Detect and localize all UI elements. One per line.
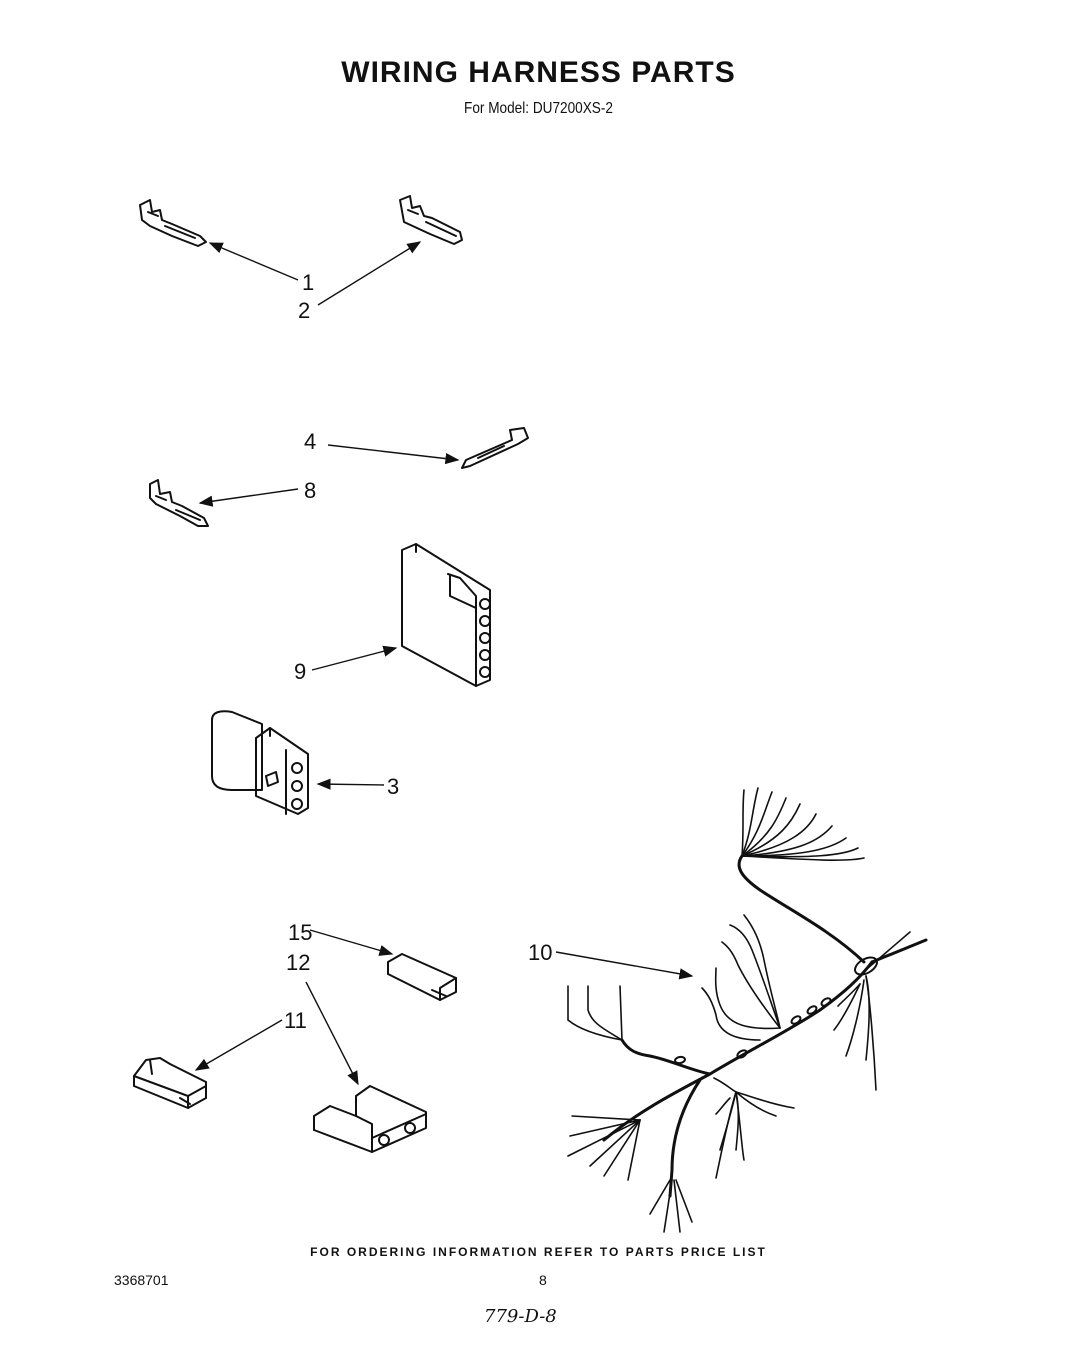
part-15-connector [387, 953, 457, 1001]
part-11-connector [133, 1057, 207, 1109]
document-number: 3368701 [114, 1272, 169, 1288]
leader-2 [317, 241, 422, 306]
leader-10 [555, 951, 694, 980]
leader-1 [208, 242, 299, 281]
callout-2: 2 [298, 298, 310, 323]
callout-1: 1 [302, 270, 314, 295]
leader-11 [194, 1019, 283, 1071]
part-4-cable-tie [461, 427, 529, 469]
part-12-connector [313, 1085, 427, 1153]
leader-8 [198, 488, 299, 507]
callout-15: 15 [288, 920, 312, 945]
page-title: WIRING HARNESS PARTS [341, 56, 736, 89]
part-8-terminal [149, 479, 209, 527]
callout-11: 11 [284, 1008, 307, 1033]
part-10-wiring-harness [567, 787, 928, 1233]
part-9-connector-block [401, 543, 491, 687]
callout-12: 12 [286, 950, 310, 975]
leader-15 [309, 929, 394, 956]
ordering-info-note: FOR ORDERING INFORMATION REFER TO PARTS … [310, 1245, 767, 1259]
handwritten-reference: 779-D-8 [484, 1306, 557, 1327]
part-2-terminal [399, 195, 463, 245]
callout-8: 8 [304, 478, 316, 503]
page-number: 8 [539, 1272, 547, 1288]
callout-3: 3 [387, 774, 399, 799]
callout-9: 9 [294, 659, 306, 684]
leader-3 [316, 778, 385, 790]
leader-12 [305, 981, 359, 1086]
leader-9 [311, 645, 398, 671]
leader-4 [327, 444, 460, 465]
part-3-connector [211, 710, 309, 815]
model-subtitle: For Model: DU7200XS-2 [464, 100, 613, 117]
callout-10: 10 [528, 940, 552, 965]
callout-4: 4 [304, 429, 316, 454]
part-1-terminal [139, 199, 207, 247]
